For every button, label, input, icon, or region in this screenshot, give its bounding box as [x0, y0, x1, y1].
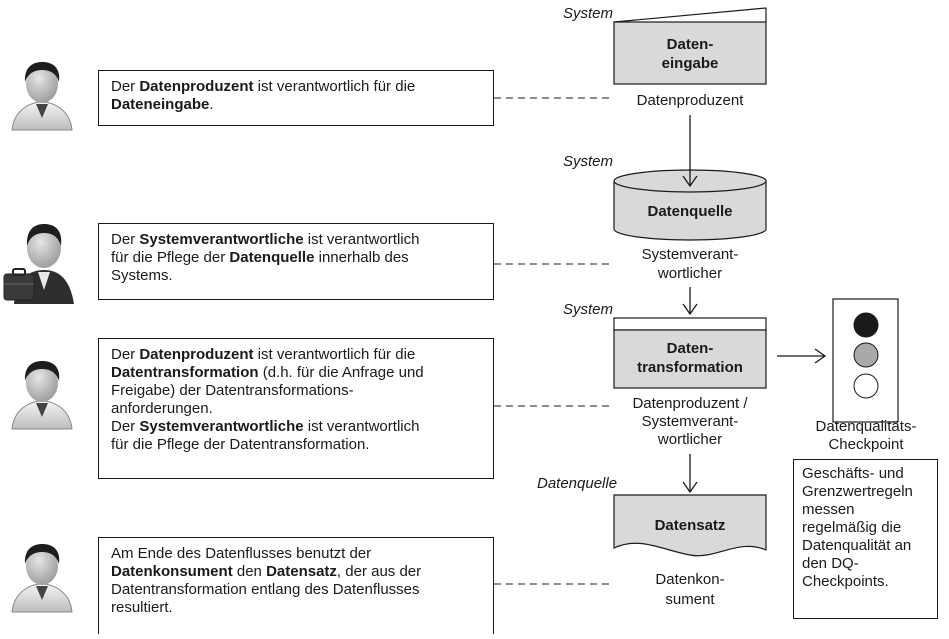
node-role: sument: [665, 591, 715, 608]
node-title: Datenquelle: [647, 203, 732, 220]
checkpoint-label: Datenqualitäts-: [816, 418, 917, 435]
node-role: wortlicher: [657, 431, 722, 448]
person-briefcase-icon: [3, 224, 74, 304]
bold-term: Datenproduzent: [139, 346, 254, 363]
person-icon: [11, 361, 73, 430]
text-run: Systems.: [111, 267, 173, 284]
note-line: Geschäfts- und: [802, 465, 904, 482]
description-line: Datentransformation (d.h. für die Anfrag…: [111, 364, 481, 382]
bold-term: Dateneingabe: [111, 96, 210, 113]
note-line: Grenzwertregeln: [802, 483, 913, 500]
node-role: Datenkon-: [655, 571, 724, 588]
node-role: Datenproduzent /: [632, 395, 748, 412]
bold-term: Systemverantwortliche: [139, 418, 304, 435]
text-run: ist verantwortlich für die: [253, 346, 416, 363]
node-title: eingabe: [662, 55, 719, 72]
text-run: Freigabe) der Datentransformations-: [111, 382, 354, 399]
green-light: [853, 373, 879, 399]
note-line: Datenqualität an: [802, 537, 912, 554]
node-title: transformation: [637, 359, 743, 376]
text-run: ist verantwortlich: [303, 418, 420, 435]
note-line: Checkpoints.: [802, 573, 889, 590]
text-run: anforderungen.: [111, 400, 213, 417]
note-line: den DQ-: [802, 555, 859, 572]
bold-term: Datenquelle: [229, 249, 315, 266]
description-line: Der Systemverantwortliche ist verantwort…: [111, 231, 481, 249]
text-run: .: [209, 96, 214, 113]
text-run: Am Ende des Datenflusses benutzt der: [111, 545, 372, 562]
arrow-head: [682, 175, 698, 188]
system-label: System: [563, 301, 613, 318]
description-line: Der Systemverantwortliche ist verantwort…: [111, 418, 481, 436]
description-line: anforderungen.: [111, 400, 481, 418]
traffic-light-icon: [832, 298, 899, 423]
description-line: Datentransformation entlang des Datenflu…: [111, 581, 481, 599]
text-run: Der: [111, 78, 140, 95]
description-line: resultiert.: [111, 599, 481, 617]
text-run: Datentransformation entlang des Datenflu…: [111, 581, 420, 598]
description-box: Der Systemverantwortliche ist verantwort…: [98, 223, 494, 300]
node-title: Daten-: [667, 340, 714, 357]
node-datentransformation: Daten- transformation: [613, 317, 767, 389]
text-run: Der: [111, 346, 140, 363]
system-label: Datenquelle: [537, 475, 617, 492]
description-line: für die Pflege der Datenquelle innerhalb…: [111, 249, 481, 267]
description-line: Am Ende des Datenflusses benutzt der: [111, 545, 481, 563]
text-run: innerhalb des: [314, 249, 409, 266]
text-run: ist verantwortlich: [303, 231, 420, 248]
node-datensatz: Datensatz: [613, 494, 767, 557]
bold-term: Datentransformation: [111, 364, 259, 381]
text-run: , der aus der: [336, 563, 422, 580]
note-line: messen: [802, 501, 855, 518]
note-line: regelmäßig die: [802, 519, 902, 536]
description-line: Systems.: [111, 267, 481, 285]
node-dateneingabe: Daten- eingabe: [613, 7, 767, 85]
description-box: Der Datenproduzent ist verantwortlich fü…: [98, 70, 494, 126]
checkpoint-label: Checkpoint: [828, 436, 904, 453]
person-icon: [11, 544, 73, 613]
system-label: System: [563, 5, 613, 22]
arrow-head: [682, 481, 698, 494]
bold-term: Datensatz: [266, 563, 337, 580]
arrow-head: [814, 348, 827, 364]
text-run: den: [232, 563, 267, 580]
node-role: Systemverant-: [642, 413, 739, 430]
text-run: für die Pflege der: [111, 249, 230, 266]
system-label: System: [563, 153, 613, 170]
node-role: Systemverant-: [642, 246, 739, 263]
node-role: wortlicher: [657, 265, 722, 282]
text-run: für die Pflege der Datentransformation.: [111, 436, 370, 453]
text-run: ist verantwortlich für die: [253, 78, 416, 95]
bold-term: Datenproduzent: [139, 78, 254, 95]
red-light: [853, 312, 879, 338]
note-box: Geschäfts- und Grenzwertregeln messen re…: [793, 459, 938, 619]
amber-light: [853, 342, 879, 368]
arrow-head: [682, 303, 698, 316]
text-run: resultiert.: [111, 599, 173, 616]
node-role: Datenproduzent: [637, 92, 745, 109]
description-line: Datenkonsument den Datensatz, der aus de…: [111, 563, 481, 581]
text-run: (d.h. für die Anfrage und: [258, 364, 424, 381]
description-line: Der Datenproduzent ist verantwortlich fü…: [111, 346, 481, 364]
bold-term: Datenkonsument: [111, 563, 233, 580]
description-box: Der Datenproduzent ist verantwortlich fü…: [98, 338, 494, 479]
description-line: Der Datenproduzent ist verantwortlich fü…: [111, 78, 481, 96]
description-line: für die Pflege der Datentransformation.: [111, 436, 481, 454]
text-run: Der: [111, 418, 140, 435]
description-line: Freigabe) der Datentransformations-: [111, 382, 481, 400]
node-title: Daten-: [667, 36, 714, 53]
person-icon: [11, 62, 73, 131]
text-run: Der: [111, 231, 140, 248]
node-title: Datensatz: [655, 517, 726, 534]
description-line: Dateneingabe.: [111, 96, 481, 114]
bold-term: Systemverantwortliche: [139, 231, 304, 248]
